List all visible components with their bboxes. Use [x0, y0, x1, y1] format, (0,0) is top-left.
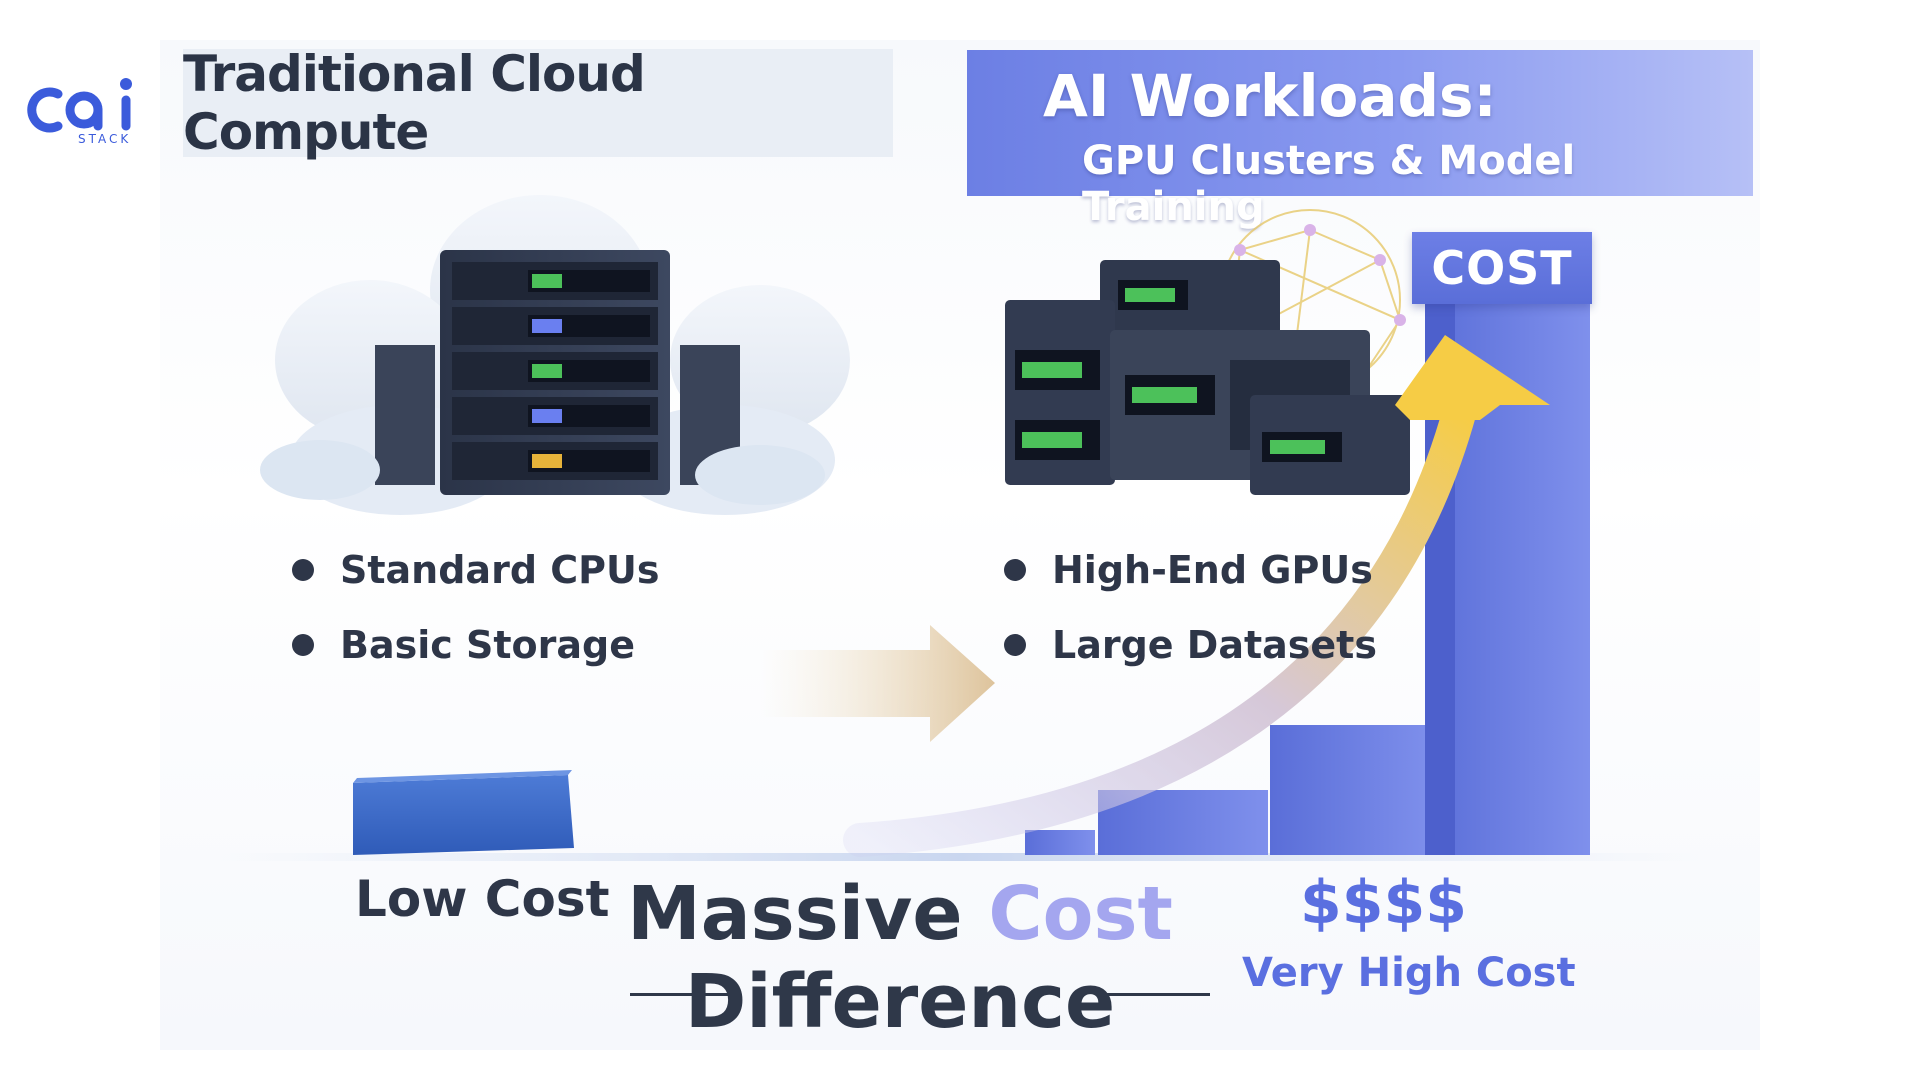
- low-cost-label: Low Cost: [355, 870, 610, 928]
- bullet-text: Standard CPUs: [340, 548, 660, 592]
- cai-logo: [27, 78, 132, 133]
- traditional-header: Traditional Cloud Compute: [183, 45, 893, 161]
- ai-title: AI Workloads:: [1043, 62, 1497, 130]
- cost-tag: COST: [1412, 232, 1592, 304]
- traditional-bullets: Standard CPUs Basic Storage: [292, 540, 659, 690]
- headline-word-difference: Difference: [684, 959, 1116, 1045]
- bullet-item: Basic Storage: [292, 615, 659, 675]
- bullet-dot-icon: [292, 634, 314, 656]
- bullet-text: Basic Storage: [340, 623, 636, 667]
- very-high-cost-label: Very High Cost: [1242, 950, 1576, 996]
- gpu-cluster-icon: [1005, 209, 1410, 495]
- bullet-item: High-End GPUs: [1004, 540, 1377, 600]
- cost-tag-label: COST: [1431, 241, 1573, 295]
- headline-word-massive: Massive: [627, 871, 963, 957]
- ai-subtitle: GPU Clusters & Model Training: [1082, 138, 1576, 230]
- bullet-item: Standard CPUs: [292, 540, 659, 600]
- ai-header: AI Workloads: GPU Clusters & Model Train…: [967, 50, 1753, 230]
- ai-bullets: High-End GPUs Large Datasets: [1004, 540, 1377, 690]
- bullet-dot-icon: [1004, 634, 1026, 656]
- bullet-dot-icon: [1004, 559, 1026, 581]
- cloud-server-rack-icon: [260, 195, 850, 515]
- traditional-title: Traditional Cloud Compute: [183, 45, 646, 161]
- cost-dollar-symbols: $$$$: [1300, 868, 1467, 938]
- massive-cost-difference: Massive Cost Difference: [600, 870, 1200, 1046]
- bullet-item: Large Datasets: [1004, 615, 1377, 675]
- logo-subtitle: STACK: [78, 132, 132, 146]
- low-cost-bar: [353, 770, 574, 855]
- bullet-text: Large Datasets: [1052, 623, 1377, 667]
- headline-word-cost: Cost: [988, 871, 1173, 957]
- bullet-text: High-End GPUs: [1052, 548, 1373, 592]
- bullet-dot-icon: [292, 559, 314, 581]
